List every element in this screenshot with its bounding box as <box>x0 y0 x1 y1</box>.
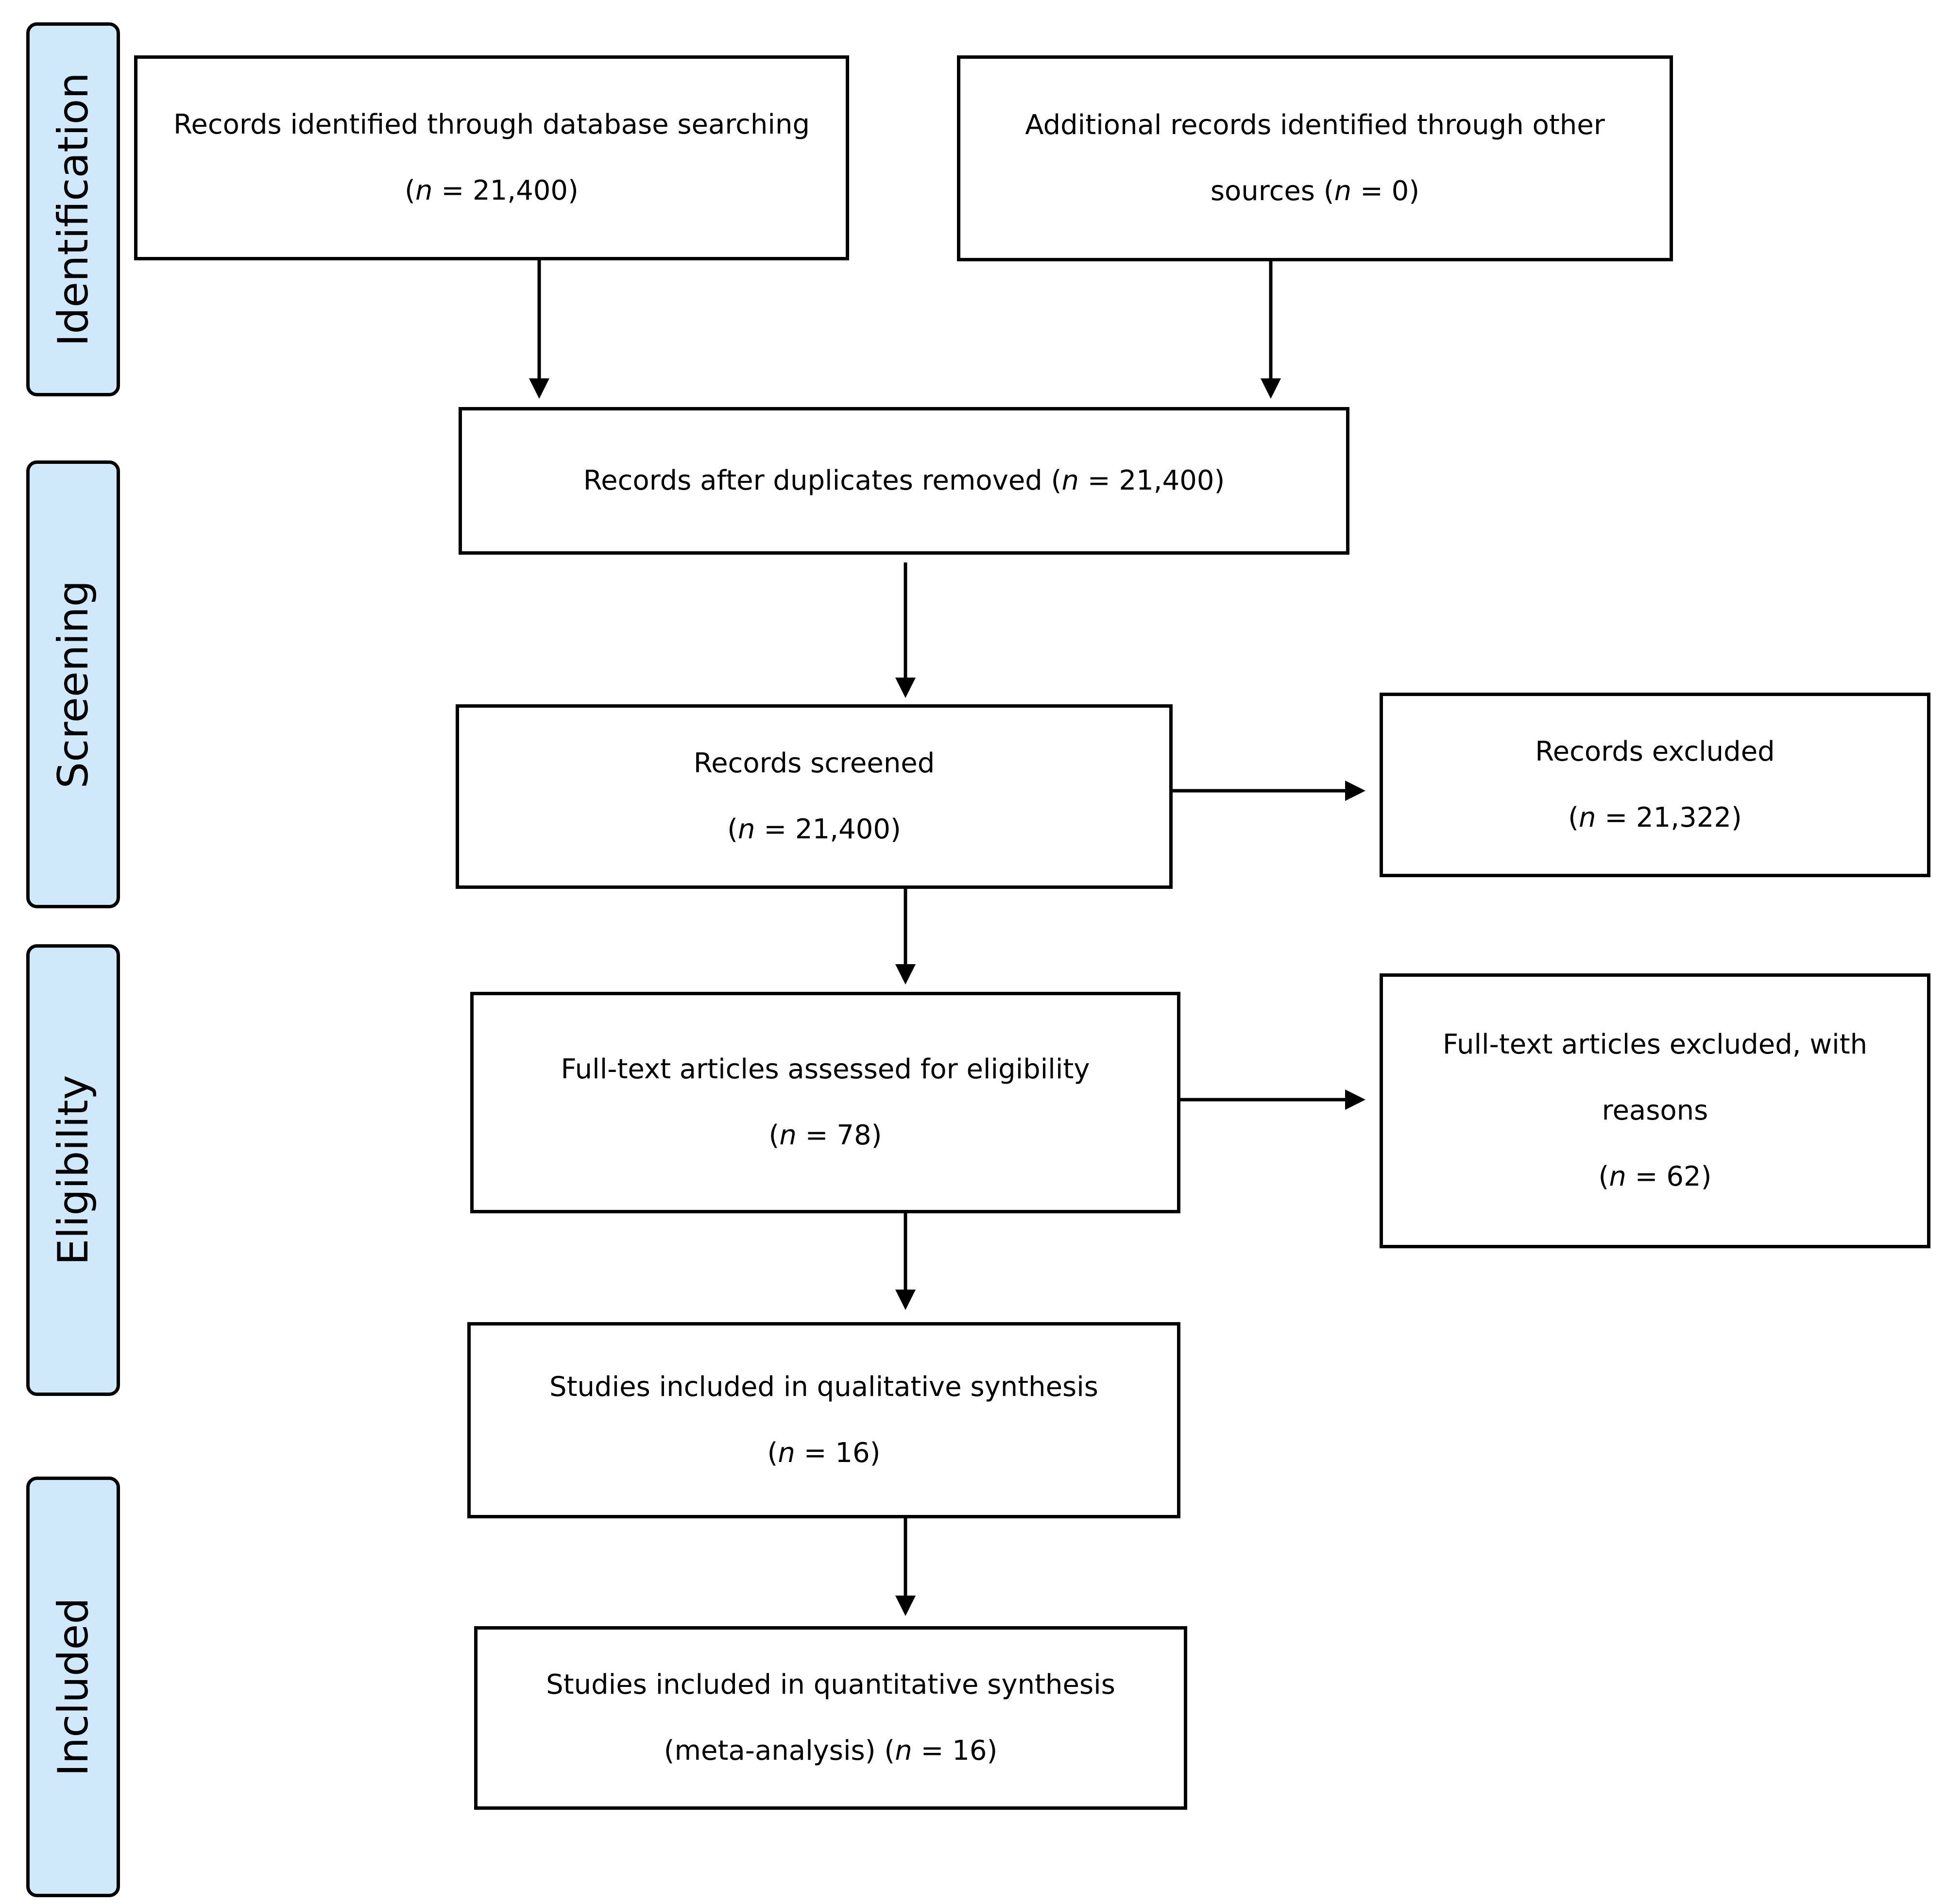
fulltext-excluded-reasons: reasons <box>1602 1095 1708 1126</box>
records-excluded-label: Records excluded <box>1535 736 1775 767</box>
phase-eligibility: Eligibility <box>26 944 120 1396</box>
box-fulltext-assessed: Full-text articles assessed for eligibil… <box>470 992 1180 1213</box>
records-screened-count: (n = 21,400) <box>727 814 901 845</box>
database-records-label: Records identified through database sear… <box>173 109 810 140</box>
records-screened-label: Records screened <box>693 748 935 779</box>
box-qualitative-synthesis: Studies included in qualitative synthesi… <box>467 1322 1180 1518</box>
qualitative-synthesis-count: (n = 16) <box>767 1437 881 1469</box>
phase-screening: Screening <box>26 460 120 908</box>
box-after-duplicates: Records after duplicates removed (n = 21… <box>459 407 1349 555</box>
records-excluded-count: (n = 21,322) <box>1568 802 1742 833</box>
quantitative-synthesis-count: (meta-analysis) (n = 16) <box>664 1735 998 1767</box>
other-sources-label: Additional records identified through ot… <box>1025 109 1605 141</box>
fulltext-assessed-count: (n = 78) <box>768 1120 882 1151</box>
box-fulltext-excluded: Full-text articles excluded, with reason… <box>1380 973 1930 1248</box>
phase-identification: Identification <box>26 22 120 396</box>
phase-included: Included <box>26 1477 120 1897</box>
database-records-count: (n = 21,400) <box>405 175 579 206</box>
quantitative-synthesis-label: Studies included in quantitative synthes… <box>546 1669 1115 1700</box>
other-sources-count: sources (n = 0) <box>1210 175 1420 207</box>
box-other-sources: Additional records identified through ot… <box>957 55 1673 261</box>
box-records-screened: Records screened (n = 21,400) <box>456 704 1173 889</box>
fulltext-excluded-count: (n = 62) <box>1598 1161 1712 1192</box>
box-quantitative-synthesis: Studies included in quantitative synthes… <box>474 1626 1187 1810</box>
fulltext-assessed-label: Full-text articles assessed for eligibil… <box>561 1054 1090 1085</box>
fulltext-excluded-label: Full-text articles excluded, with <box>1442 1029 1868 1060</box>
box-database-records: Records identified through database sear… <box>134 55 849 260</box>
after-duplicates-label: Records after duplicates removed (n = 21… <box>583 465 1225 496</box>
box-records-excluded: Records excluded (n = 21,322) <box>1380 693 1930 877</box>
qualitative-synthesis-label: Studies included in qualitative synthesi… <box>549 1371 1098 1403</box>
